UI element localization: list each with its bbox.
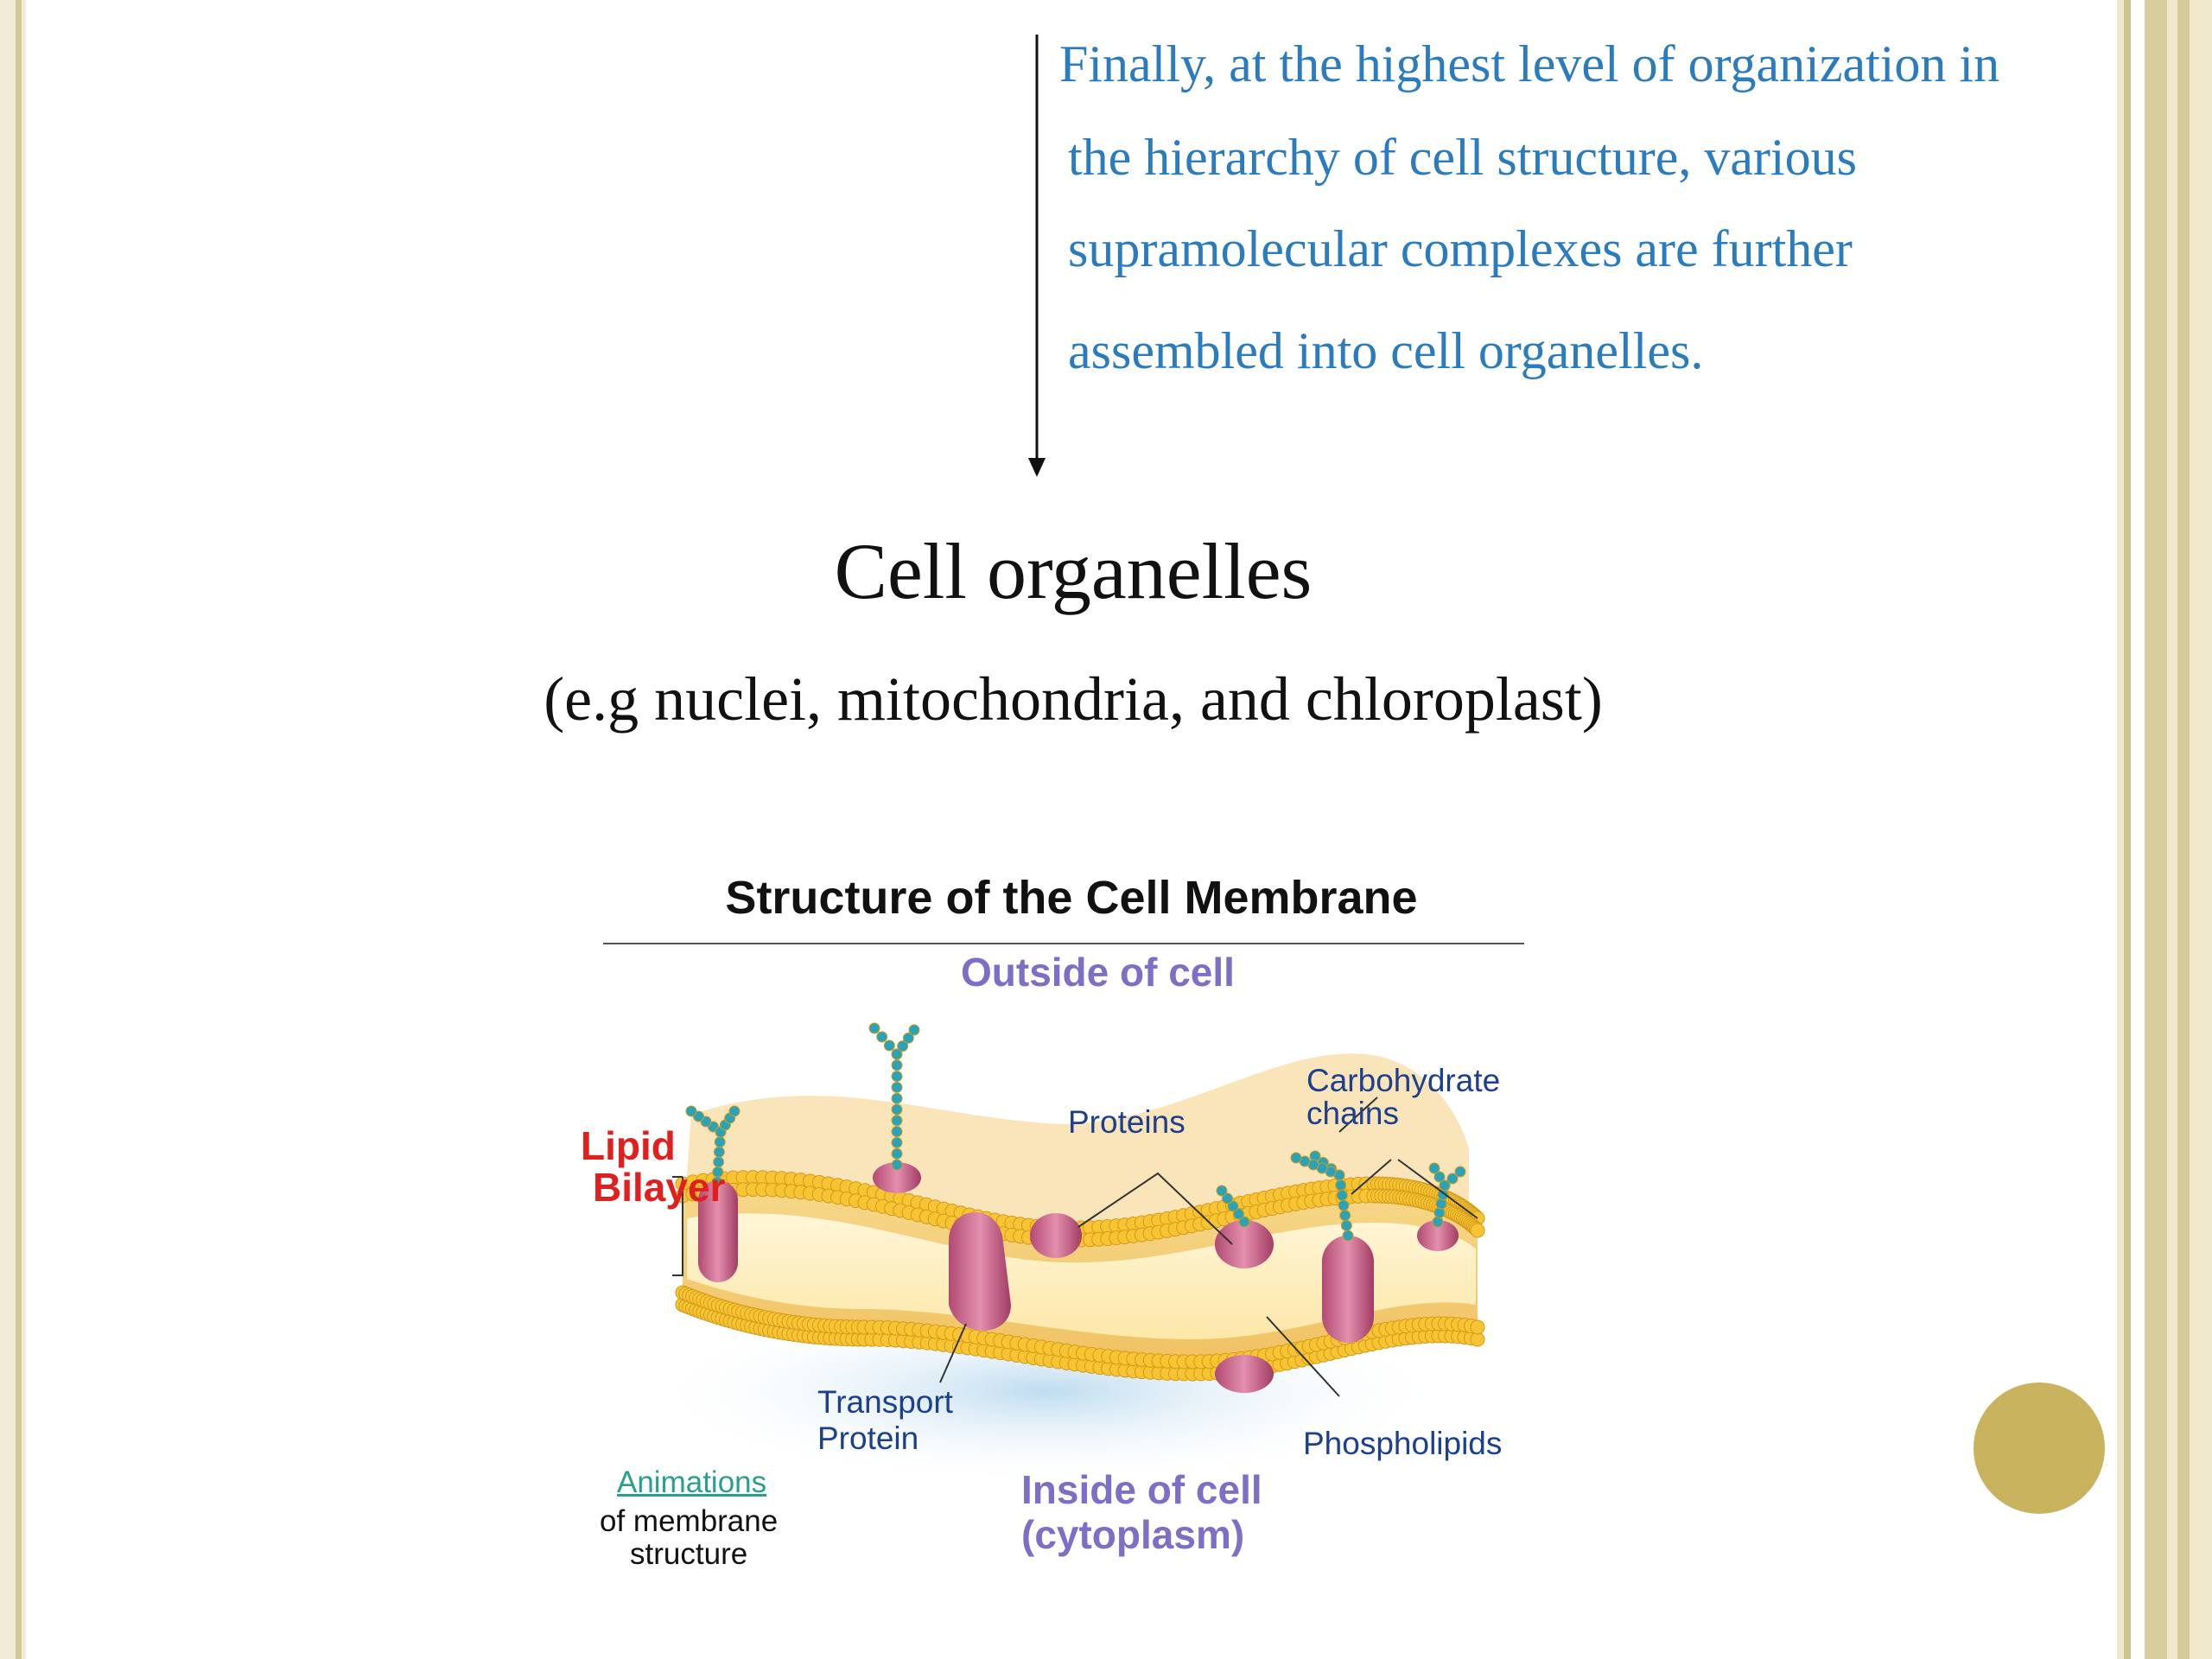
- carbohydrate-bead: [876, 1031, 888, 1043]
- frame-right-line-2: [2145, 0, 2167, 1659]
- carbohydrate-bead: [897, 1040, 909, 1052]
- hierarchy-arrow: [1028, 35, 1046, 477]
- carbohydrate-bead: [908, 1024, 920, 1036]
- carbohydrate-bead: [1439, 1179, 1451, 1192]
- carbohydrate-bead: [1433, 1207, 1446, 1218]
- figure-title-rule: [603, 943, 1524, 944]
- phospholipid-head: [1470, 1223, 1485, 1238]
- carbohydrate-bead: [1338, 1199, 1350, 1211]
- transport-callout-line: [939, 1323, 967, 1383]
- carbohydrate-callout-line: [1351, 1159, 1392, 1195]
- carbohydrate-bead: [868, 1022, 880, 1034]
- carbohydrate-chains-label: Carbohydrate chains: [1306, 1065, 1500, 1130]
- carbohydrate-bead: [891, 1136, 903, 1148]
- carbohydrate-bead: [1336, 1189, 1348, 1201]
- inside-label-line-2: (cytoplasm): [1021, 1512, 1245, 1557]
- carbohydrate-bead: [891, 1071, 903, 1083]
- decorative-circle: [1974, 1382, 2105, 1514]
- carbohydrate-bead: [902, 1032, 914, 1044]
- section-subtitle: (e.g nuclei, mitochondria, and chloropla…: [543, 664, 1603, 734]
- lipid-label-line-2: Bilayer: [593, 1165, 726, 1210]
- carbohydrate-bead: [1432, 1216, 1444, 1228]
- frame-right-line-1: [2124, 0, 2131, 1659]
- lipid-bilayer-label: Lipid Bilayer: [581, 1125, 725, 1208]
- carbohydrate-bead: [728, 1105, 741, 1117]
- carbohydrate-bead: [883, 1039, 895, 1052]
- carbohydrate-bead: [891, 1092, 903, 1104]
- carbohydrate-bead: [1454, 1166, 1466, 1178]
- carbohydrate-bead: [685, 1105, 697, 1117]
- frame-left-line: [16, 0, 22, 1659]
- inside-label-line-1: Inside of cell: [1021, 1467, 1262, 1512]
- section-title: Cell organelles: [834, 527, 1313, 615]
- bilayer-bracket: [672, 1177, 683, 1276]
- peripheral-protein-3: [1417, 1220, 1459, 1251]
- carbohydrate-bead: [1428, 1162, 1440, 1174]
- proteins-label: Proteins: [1068, 1104, 1185, 1140]
- lipid-label-line-1: Lipid: [581, 1123, 676, 1168]
- carbo-label-line-1: Carbohydrate: [1306, 1063, 1501, 1098]
- transport-protein-label: Transport Protein: [817, 1384, 953, 1457]
- carbohydrate-bead: [891, 1103, 903, 1116]
- surface-protein: [873, 1162, 921, 1193]
- carbohydrate-bead: [891, 1081, 903, 1093]
- frame-right-line-3: [2177, 0, 2190, 1659]
- animations-link[interactable]: Animations: [617, 1465, 767, 1499]
- carbohydrate-bead: [1238, 1216, 1250, 1228]
- carbohydrate-bead: [1335, 1179, 1347, 1192]
- carbohydrate-bead: [891, 1115, 903, 1127]
- transport-protein: [949, 1211, 1011, 1331]
- phospholipid-head: [1470, 1319, 1485, 1335]
- membrane-illustration: [639, 1022, 1485, 1486]
- intro-line-4: assembled into cell organelles.: [1068, 322, 1704, 379]
- inner-protein: [1215, 1355, 1274, 1393]
- hydrophobic-core: [687, 1213, 1476, 1339]
- figure-clip: [562, 855, 1564, 1557]
- carbohydrate-bead: [891, 1126, 903, 1138]
- carbohydrate-chains: [685, 1022, 1466, 1242]
- integral-protein-2: [1322, 1236, 1374, 1343]
- carbohydrate-bead: [1339, 1210, 1351, 1222]
- inside-of-cell-label: Inside of cell (cytoplasm): [1021, 1467, 1262, 1557]
- phospholipids-callout-line: [1266, 1316, 1340, 1397]
- carbohydrate-bead: [891, 1159, 903, 1171]
- carbohydrate-bead: [891, 1059, 903, 1071]
- carbohydrate-bead: [1222, 1192, 1233, 1205]
- carbohydrate-bead: [891, 1048, 903, 1060]
- peripheral-protein-1: [1030, 1213, 1082, 1258]
- anim-caption-line-1: of membrane: [600, 1504, 779, 1538]
- carbohydrate-bead: [1233, 1208, 1244, 1220]
- cell-membrane-figure: Structure of the Cell Membrane Outside o…: [562, 855, 1564, 1573]
- carbohydrate-bead: [1446, 1173, 1459, 1185]
- frame-left-band: [0, 0, 26, 1659]
- carbohydrate-bead: [1435, 1198, 1447, 1210]
- frame-right-gap: [2131, 0, 2145, 1659]
- carbohydrate-bead: [891, 1147, 903, 1160]
- anim-caption-line-2: structure: [630, 1537, 748, 1571]
- peripheral-protein-2: [1215, 1220, 1274, 1268]
- phospholipids-label: Phospholipids: [1303, 1426, 1503, 1461]
- transport-label-line-1: Transport: [817, 1384, 953, 1420]
- carbohydrate-bead: [1342, 1230, 1354, 1242]
- outside-of-cell-label: Outside of cell: [961, 950, 1235, 995]
- carbohydrate-bead: [1227, 1200, 1239, 1212]
- figure-title: Structure of the Cell Membrane: [725, 872, 1418, 924]
- carbohydrate-bead: [1216, 1185, 1228, 1197]
- carbo-label-line-2: chains: [1306, 1096, 1399, 1131]
- carbohydrate-bead: [1290, 1152, 1302, 1164]
- transport-label-line-2: Protein: [817, 1421, 919, 1456]
- intro-line-1: Finally, at the highest level of organiz…: [1059, 35, 2000, 92]
- carbohydrate-bead: [1433, 1171, 1446, 1183]
- carbohydrate-bead: [1340, 1219, 1352, 1231]
- integral-protein-1: [698, 1180, 738, 1282]
- proteins-callout-line: [1077, 1172, 1233, 1245]
- intro-line-2: the hierarchy of cell structure, various: [1068, 129, 1857, 186]
- intro-line-3: supramolecular complexes are further: [1068, 220, 1853, 277]
- animations-caption: of membrane structure: [600, 1505, 778, 1571]
